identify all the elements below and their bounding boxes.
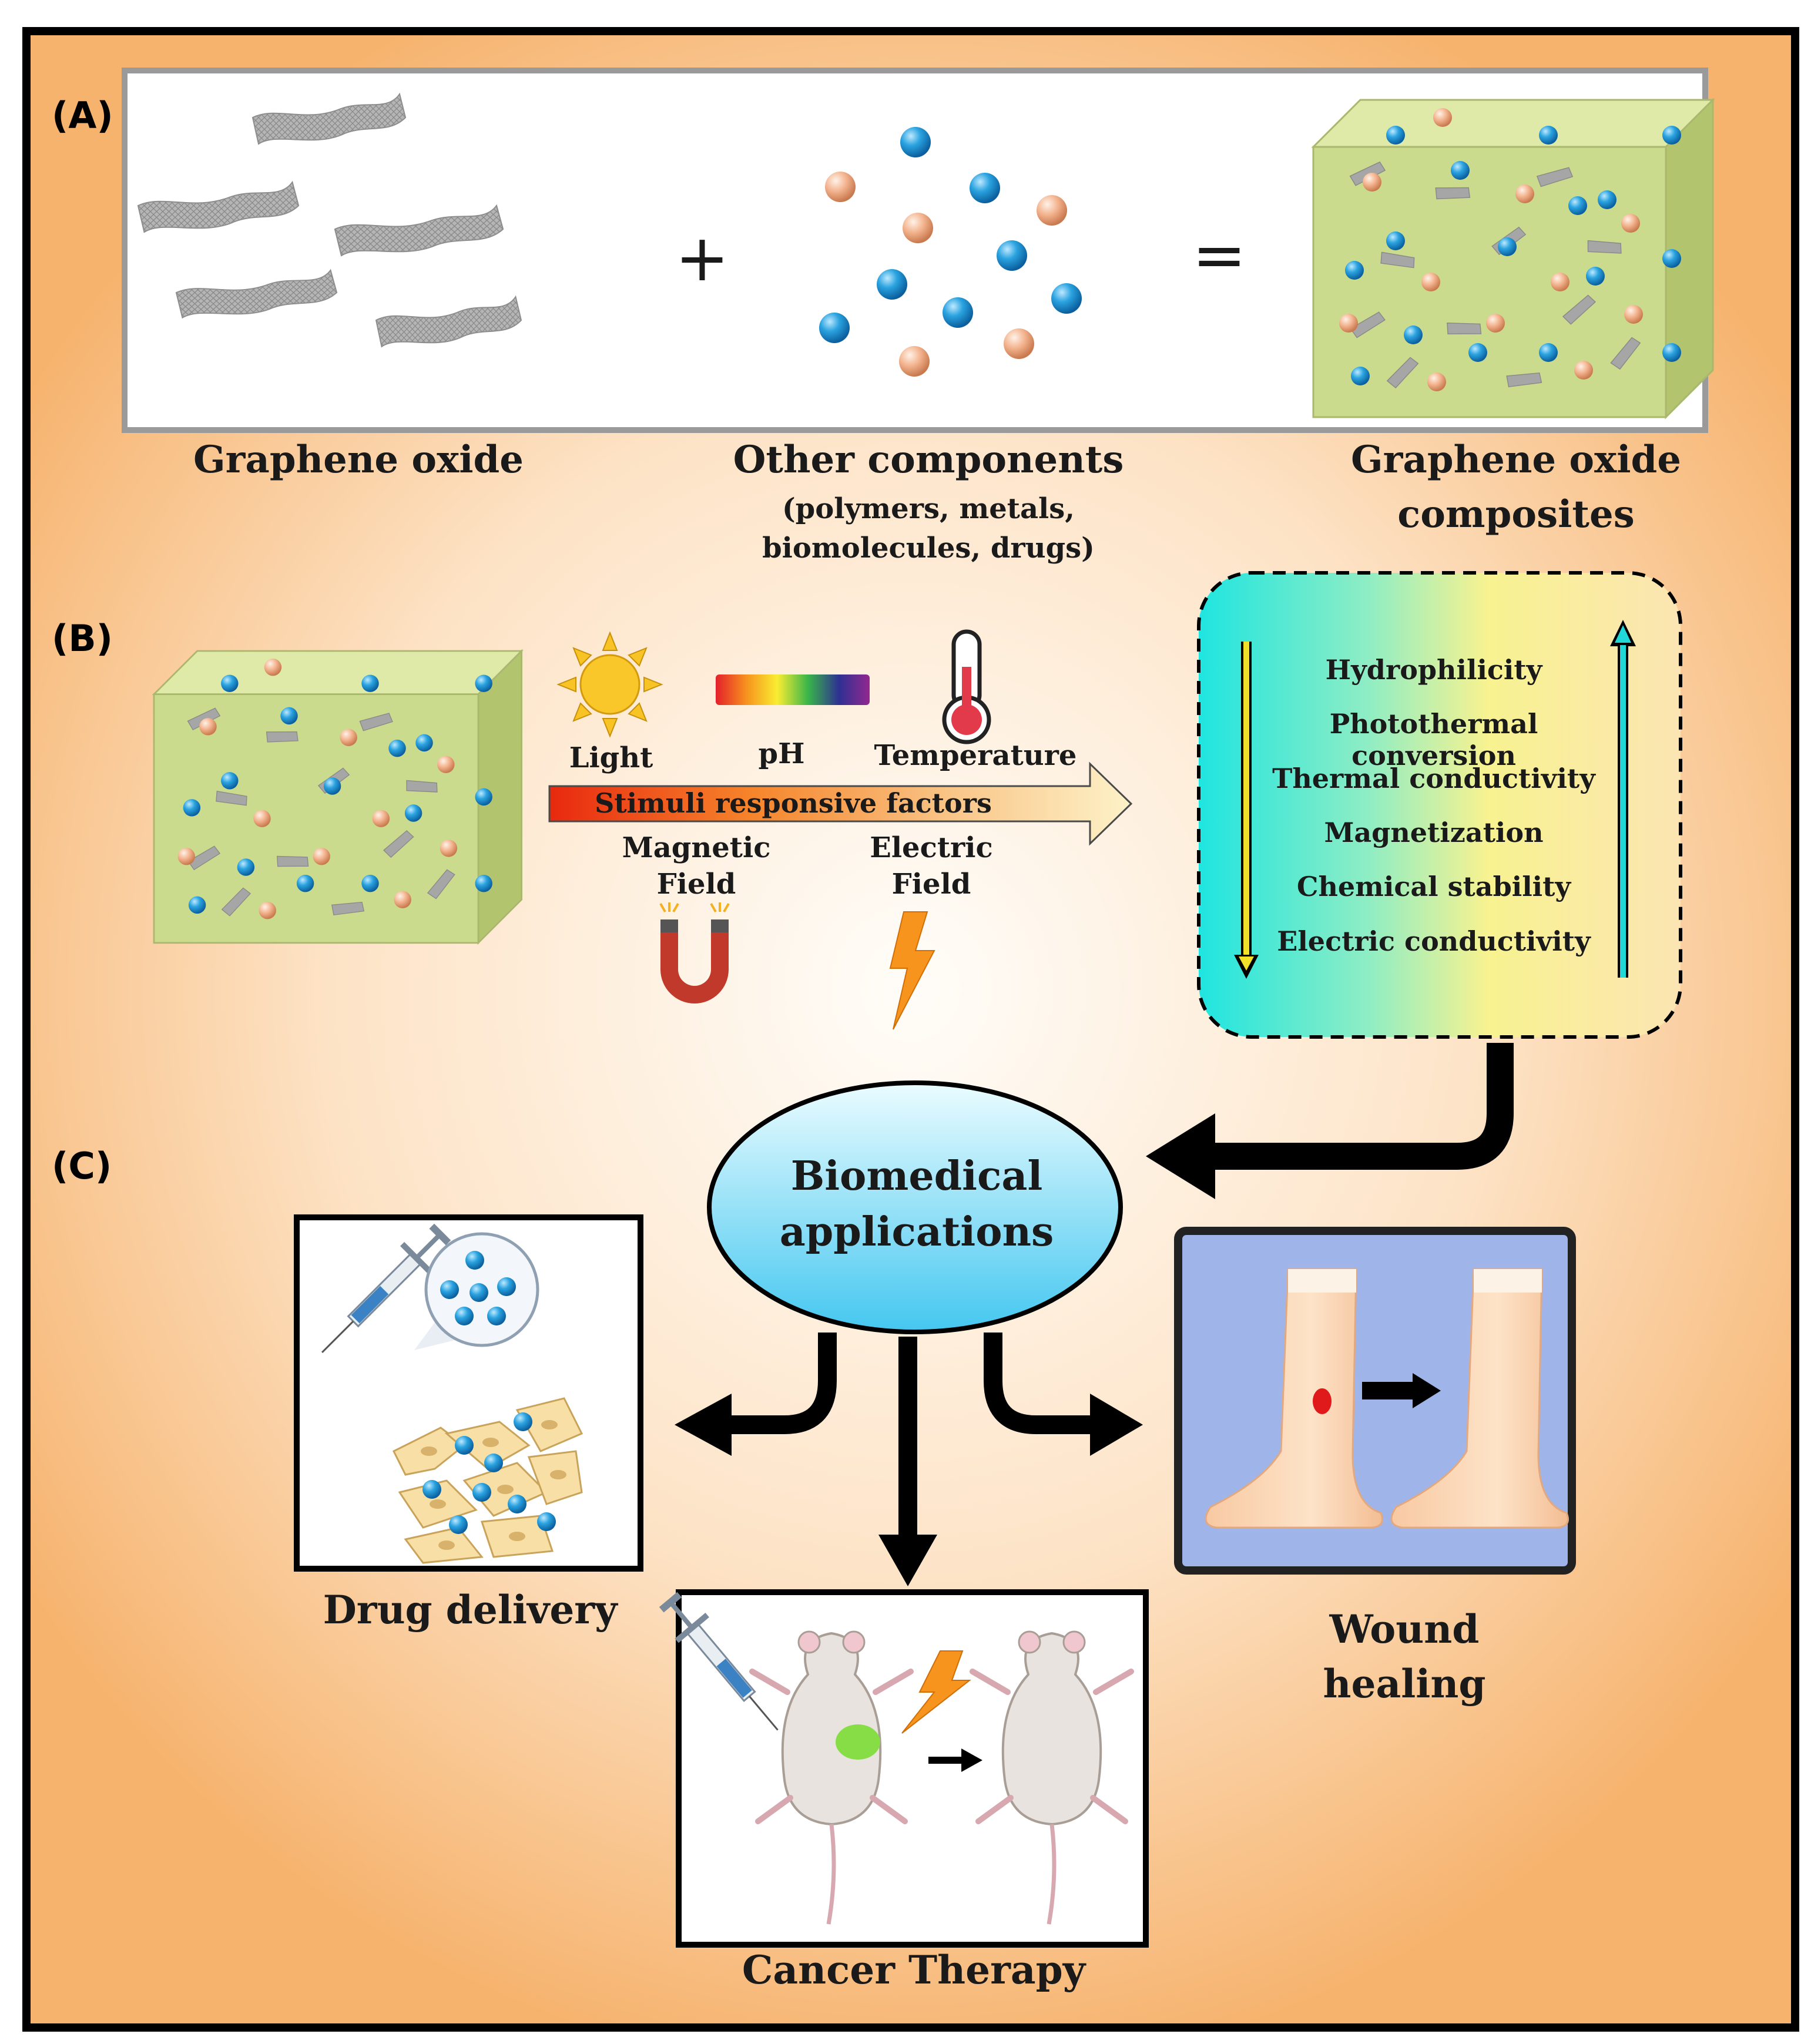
property-item: Chemical stability [1296,871,1571,902]
sun-icon [556,631,663,738]
property-item: Photothermal conversion [1329,708,1538,772]
other-components-sub-2: biomolecules, drugs) [762,532,1095,565]
stimulus-temperature: Temperature [874,739,1077,772]
arrow-wound-icon [1362,1373,1441,1408]
leg-healed-icon [1390,1268,1569,1529]
magnet-icon [659,902,730,1003]
cancer-therapy-label: Cancer Therapy [742,1947,1086,1993]
thermometer-icon [942,629,991,744]
syringe-icon [321,1223,451,1353]
stimulus-ph: pH [758,737,805,770]
cells-icon [392,1397,583,1564]
composite-cube-a [1312,99,1714,418]
plus-sign: + [675,220,730,296]
composite-cube-b [153,650,522,944]
nanoparticle-zoom-icon [414,1232,539,1350]
arrow-to-drug [723,1333,837,1434]
panel-label-c: (C) [52,1144,112,1187]
arrow-to-wound [984,1333,1099,1434]
composite-label-2: composites [1397,492,1635,536]
other-components-label: Other components [733,438,1124,482]
stimulus-electric-2: Field [891,868,971,901]
stimulus-magnetic-1: Magnetic [622,831,771,864]
increase-arrow [1610,620,1636,978]
mouse-healthy-icon [970,1630,1134,1925]
connector-arrow-props-hub [1210,1043,1514,1170]
stimuli-arrow [548,761,1133,846]
decrease-arrow [1234,642,1259,979]
stimulus-electric-1: Electric [870,831,993,864]
wound-healing-label-1: Wound [1329,1606,1480,1652]
stimulus-magnetic-2: Field [656,868,736,901]
panel-label-a: (A) [52,94,113,137]
properties-box [1197,571,1682,1039]
ph-scale-icon [716,674,870,705]
arrow-cancer-icon [928,1748,982,1772]
lightning-icon [889,911,935,1030]
composite-label-1: Graphene oxide [1351,438,1681,482]
panel-label-b: (B) [52,617,113,660]
property-item: Magnetization [1324,817,1544,848]
hub-label-1: Biomedical [790,1153,1043,1200]
equals-sign: = [1192,217,1247,293]
biomedical-hub [707,1080,1123,1334]
stimulus-light: Light [569,741,653,774]
graphene-oxide-label: Graphene oxide [193,438,524,482]
wound-healing-label-2: healing [1323,1661,1486,1707]
leg-wounded-icon [1205,1268,1383,1529]
lightning-icon-2 [901,1650,971,1734]
drug-delivery-label: Drug delivery [323,1587,618,1633]
property-item: Hydrophilicity [1325,654,1542,686]
other-components-sub-1: (polymers, metals, [782,492,1075,525]
stimuli-arrow-label: Stimuli responsive factors [595,787,992,819]
hub-label-2: applications [779,1209,1054,1256]
property-item: Electric conductivity [1277,925,1591,957]
property-item: Thermal conductivity [1272,763,1595,794]
syringe-icon-2 [659,1592,779,1731]
mouse-tumor-icon [749,1630,914,1925]
